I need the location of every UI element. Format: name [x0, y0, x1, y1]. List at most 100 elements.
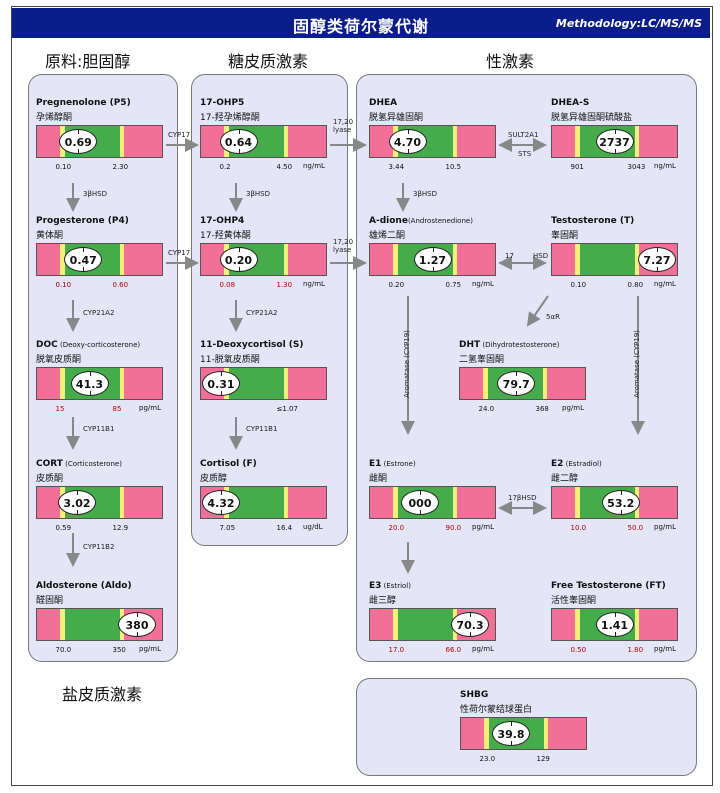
hormone-name-zh: 黄体酮 — [36, 231, 64, 241]
low-zone — [37, 244, 61, 275]
unit-label: pg/mL — [139, 645, 161, 653]
range-high: 129 — [536, 755, 550, 763]
range-high: 2.30 — [112, 163, 129, 171]
result-value: 0.64 — [224, 136, 253, 149]
result-value: 3.02 — [63, 497, 91, 510]
low-threshold — [575, 244, 580, 275]
hormone-name-sub: (Dihydrotestosterone) — [480, 341, 560, 349]
range-high: 85 — [112, 405, 122, 413]
enzyme-label: 3βHSD — [83, 190, 108, 198]
unit-label: pg/mL — [562, 404, 584, 412]
hormone-name-zh: 11-脱氧皮质酮 — [200, 355, 260, 365]
hormone-name-sub: (Estradiol) — [563, 460, 602, 468]
result-marker: 2737 — [595, 129, 634, 154]
marker-tick — [89, 391, 91, 395]
marker-tick — [77, 510, 78, 514]
enzyme-label: CYP11B1 — [83, 425, 115, 433]
hormone-name-main: 11-Deoxycortisol (S) — [200, 340, 304, 350]
hormone-name-main: CORT — [36, 459, 63, 469]
high-zone — [456, 487, 495, 518]
normal-zone — [64, 609, 120, 640]
marker-tick — [420, 510, 421, 514]
range-low: 70.0 — [55, 646, 72, 654]
range-low: 10.0 — [570, 524, 587, 532]
hormone-name-main: Pregnenolone (P5) — [36, 98, 131, 108]
reference-range-bar: 1.27 — [369, 243, 496, 276]
result-marker: 0.64 — [219, 129, 258, 154]
low-threshold — [575, 609, 580, 640]
range-low: 0.10 — [55, 163, 72, 171]
range-high: 1.30 — [276, 281, 293, 289]
reference-range-bar: 4.32 — [200, 486, 327, 519]
high-threshold — [452, 487, 457, 518]
hormone-name-main: Free Testosterone (FT) — [551, 581, 666, 591]
header-bar: 固醇类荷尔蒙代谢 Methodology:LC/MS/MS — [12, 8, 710, 38]
hormone-name: Free Testosterone (FT) — [551, 581, 666, 591]
hormone-name-main: DHT — [459, 340, 481, 350]
enzyme-label: 17,20 lyase — [333, 238, 354, 254]
marker-tick — [516, 372, 518, 376]
hormone-name-sub: (Deoxy-corticosterone) — [57, 341, 141, 349]
range-low: 0.10 — [55, 281, 72, 289]
result-value: 1.41 — [600, 619, 629, 632]
hormone-name: 17-OHP4 — [200, 216, 244, 226]
low-zone — [201, 244, 225, 275]
hormone-name-sub: (Androstenedione) — [407, 217, 473, 225]
unit-label: ng/mL — [654, 162, 676, 170]
result-marker: 39.8 — [492, 721, 530, 746]
range-high: 50.0 — [627, 524, 644, 532]
result-marker: 4.70 — [388, 129, 427, 154]
hormone-name-zh: 雄烯二酮 — [369, 231, 406, 241]
marker-tick — [238, 149, 240, 153]
hormone-name-sub: (Corticosterone) — [62, 460, 122, 468]
low-threshold — [393, 244, 398, 275]
marker-tick — [420, 491, 421, 495]
reference-range-bar: 0.20 — [200, 243, 327, 276]
reference-range-bar: 2737 — [551, 125, 678, 158]
hormone-name: DHEA-S — [551, 98, 589, 108]
page-title: 固醇类荷尔蒙代谢 — [292, 17, 429, 36]
marker-tick — [657, 267, 658, 271]
high-threshold — [283, 368, 288, 399]
range-low: 0.2 — [219, 163, 231, 171]
result-value: 0.20 — [224, 254, 253, 267]
hormone-name-main: E3 — [369, 581, 382, 591]
page-frame — [11, 6, 713, 786]
hormone-name-main: 17-OHP5 — [200, 98, 245, 108]
hormone-name-zh: 雌三醇 — [369, 596, 397, 606]
marker-tick — [238, 267, 240, 271]
marker-tick — [83, 248, 85, 252]
reference-range-bar: 0.47 — [36, 243, 163, 276]
marker-tick — [137, 613, 138, 617]
section-title-mineralo: 盐皮质激素 — [62, 685, 143, 704]
marker-tick — [221, 372, 222, 376]
marker-tick — [657, 248, 658, 252]
result-value: 4.70 — [393, 136, 422, 149]
high-zone — [123, 126, 162, 157]
high-zone — [547, 718, 586, 749]
hormone-name-main: DHEA — [369, 98, 398, 108]
hormone-name: 11-Deoxycortisol (S) — [200, 340, 304, 350]
range-low: 0.20 — [388, 281, 405, 289]
range-high: 0.60 — [112, 281, 129, 289]
result-value: 0.69 — [64, 136, 92, 149]
hormone-name: E1 (Estrone) — [369, 459, 416, 469]
range-high: 90.0 — [445, 524, 462, 532]
hormone-name-zh: 脱氢异雄固酮硫酸盐 — [551, 113, 633, 123]
marker-tick — [78, 130, 80, 134]
hormone-name-zh: 雌酮 — [369, 474, 388, 484]
unit-label: pg/mL — [654, 645, 676, 653]
result-marker: 1.41 — [595, 612, 634, 637]
hormone-name-main: Aldosterone (Aldo) — [36, 581, 132, 591]
reference-range-bar: 000 — [369, 486, 496, 519]
hormone-name-main: SHBG — [460, 690, 489, 700]
hormone-name: 17-OHP5 — [200, 98, 244, 108]
range-high: 368 — [535, 405, 549, 413]
